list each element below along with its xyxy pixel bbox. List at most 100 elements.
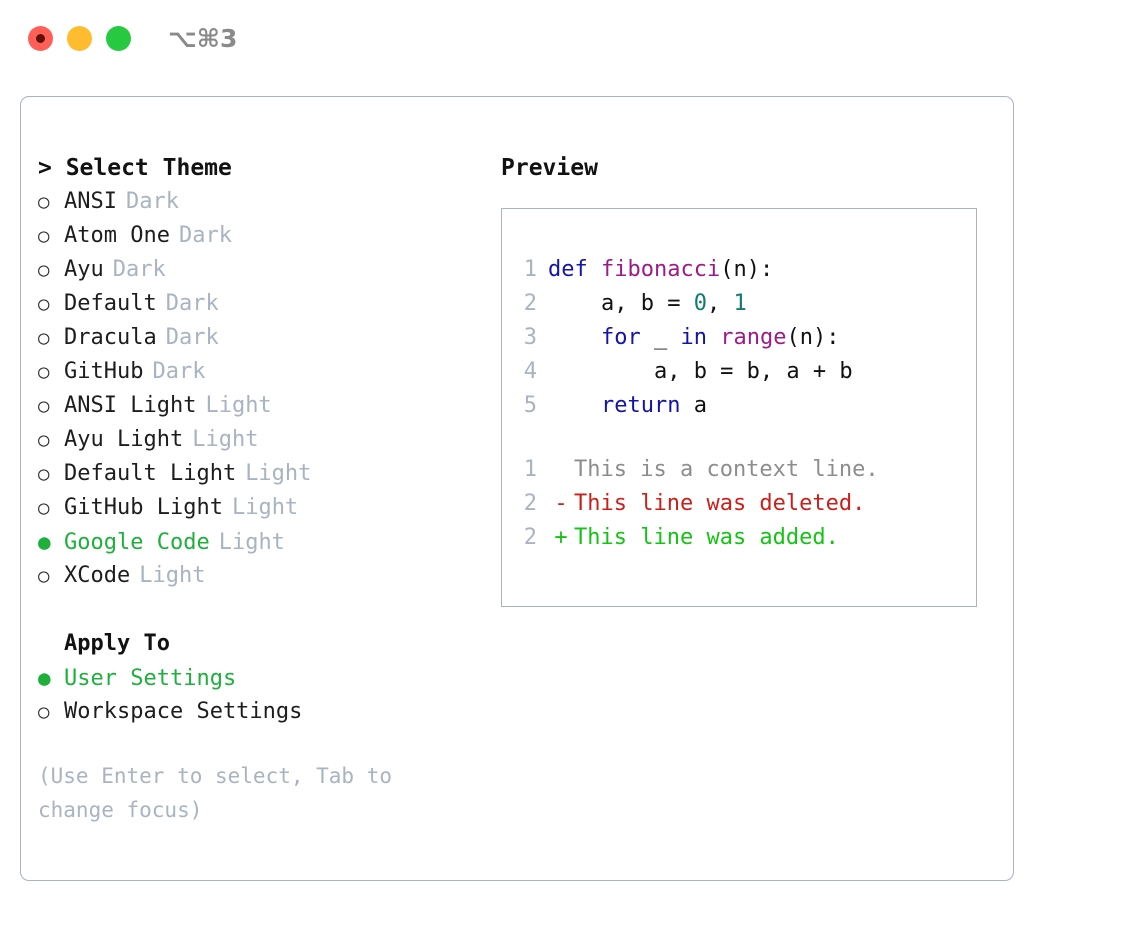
code-line-content: def fibonacci(n): [548,253,773,287]
theme-option-label: Ayu [64,257,104,282]
code-token-pl: (n): [720,257,774,282]
code-token-kw: in [680,325,707,350]
minimize-button[interactable] [67,26,92,51]
radio-icon: ○ [38,361,50,383]
theme-variant-tag: Light [139,563,206,588]
select-theme-header: > Select Theme [38,155,232,181]
theme-variant-tag: Light [231,495,299,520]
code-token-pl: _ [640,325,681,350]
theme-option-github[interactable]: ○ GitHub Dark [38,355,468,389]
theme-option-label: Ayu Light [64,427,184,452]
code-line-number: 5 [523,393,537,418]
diff-line-add: 2+This line was added. [516,521,976,555]
theme-option-label: Default [64,291,157,316]
theme-variant-tag: Light [192,427,259,452]
theme-option-label: Dracula [64,325,157,350]
theme-option-label: Google Code [64,530,210,555]
code-token-pl: , [706,291,734,316]
code-token-pl: (n): [786,325,840,350]
theme-variant-tag: Dark [112,257,166,282]
code-line: 5 return a [516,389,976,423]
maximize-button[interactable] [106,26,131,51]
theme-variant-tag: Dark [125,189,179,214]
code-line-content: a, b = 0, 1 [548,287,747,321]
theme-option-ayu-light[interactable]: ○ Ayu Light Light [38,423,468,457]
radio-icon: ○ [38,225,50,247]
theme-variant-tag: Light [218,530,285,555]
code-diff-spacer [516,423,976,453]
close-button[interactable] [28,26,53,51]
code-line-number: 3 [523,325,537,350]
code-token-pl: a, b = [548,291,694,316]
apply-to-option-workspace-settings[interactable]: ○Workspace Settings [38,695,468,729]
apply-to-options-list: ● User Settings ○Workspace Settings [38,661,468,729]
theme-option-default[interactable]: ○ Default Dark [38,287,468,321]
diff-line-number: 2 [523,491,537,516]
apply-to-option-label: User Settings [64,666,237,691]
diff-sign: - [554,491,568,516]
theme-option-ansi-light[interactable]: ○ ANSI Light Light [38,389,468,423]
theme-option-label: ANSI [64,189,117,214]
code-line-number: 2 [523,291,537,316]
radio-icon: ○ [38,327,50,349]
radio-icon: ○ [38,395,50,417]
diff-line-number: 2 [523,525,537,550]
apply-to-option-label: Workspace Settings [64,699,303,724]
code-line-content: return a [548,389,707,423]
theme-option-google-code[interactable]: ● Google Code Light [38,525,468,559]
theme-option-ansi[interactable]: ○ ANSI Dark [38,185,468,219]
radio-icon: ○ [38,191,50,213]
theme-option-label: GitHub Light [64,495,223,520]
theme-variant-tag: Dark [152,359,206,384]
diff-sign [548,453,574,487]
code-line-number: 1 [523,257,537,282]
radio-icon: ○ [38,259,50,281]
window-title: ⌥⌘3 [168,24,238,53]
code-token-kw: return [600,393,681,418]
radio-selected-icon: ● [38,666,51,690]
radio-selected-icon: ● [38,530,51,554]
keyboard-hint-text: (Use Enter to select, Tab to change focu… [38,764,405,822]
theme-option-xcode[interactable]: ○ XCode Light [38,559,468,593]
theme-variant-tag: Dark [178,223,232,248]
theme-option-label: XCode [64,563,131,588]
code-token-kw: for [600,325,641,350]
apply-to-header: Apply To [64,631,170,656]
apply-to-option-user-settings[interactable]: ● User Settings [38,661,468,695]
code-token-pl [707,325,720,350]
radio-icon: ○ [38,293,50,315]
code-token-fn: range [720,325,787,350]
theme-option-label: ANSI Light [64,393,197,418]
radio-icon: ○ [38,565,50,587]
theme-option-atom-one[interactable]: ○ Atom One Dark [38,219,468,253]
code-line: 1 def fibonacci(n): [516,253,976,287]
radio-icon: ○ [38,429,50,451]
code-line: 3 for _ in range(n): [516,321,976,355]
code-token-num: 1 [733,291,747,316]
theme-option-label: Default Light [64,461,237,486]
diff-line-del: 2-This line was deleted. [516,487,976,521]
title-bar: ⌥⌘3 [0,0,1140,78]
theme-option-label: Atom One [64,223,170,248]
theme-option-ayu[interactable]: ○ Ayu Dark [38,253,468,287]
diff-sign: + [554,525,568,550]
code-token-pl: a, b = b, a + b [548,359,853,384]
theme-variant-tag: Dark [165,291,219,316]
diff-line-content: This is a context line. [574,457,879,482]
code-line-content: for _ in range(n): [548,321,839,355]
theme-variant-tag: Light [245,461,312,486]
diff-line-number: 1 [523,457,537,482]
theme-option-label: GitHub [64,359,144,384]
code-token-fn: fibonacci [600,257,721,282]
code-line: 2 a, b = 0, 1 [516,287,976,321]
theme-variant-tag: Light [205,393,272,418]
